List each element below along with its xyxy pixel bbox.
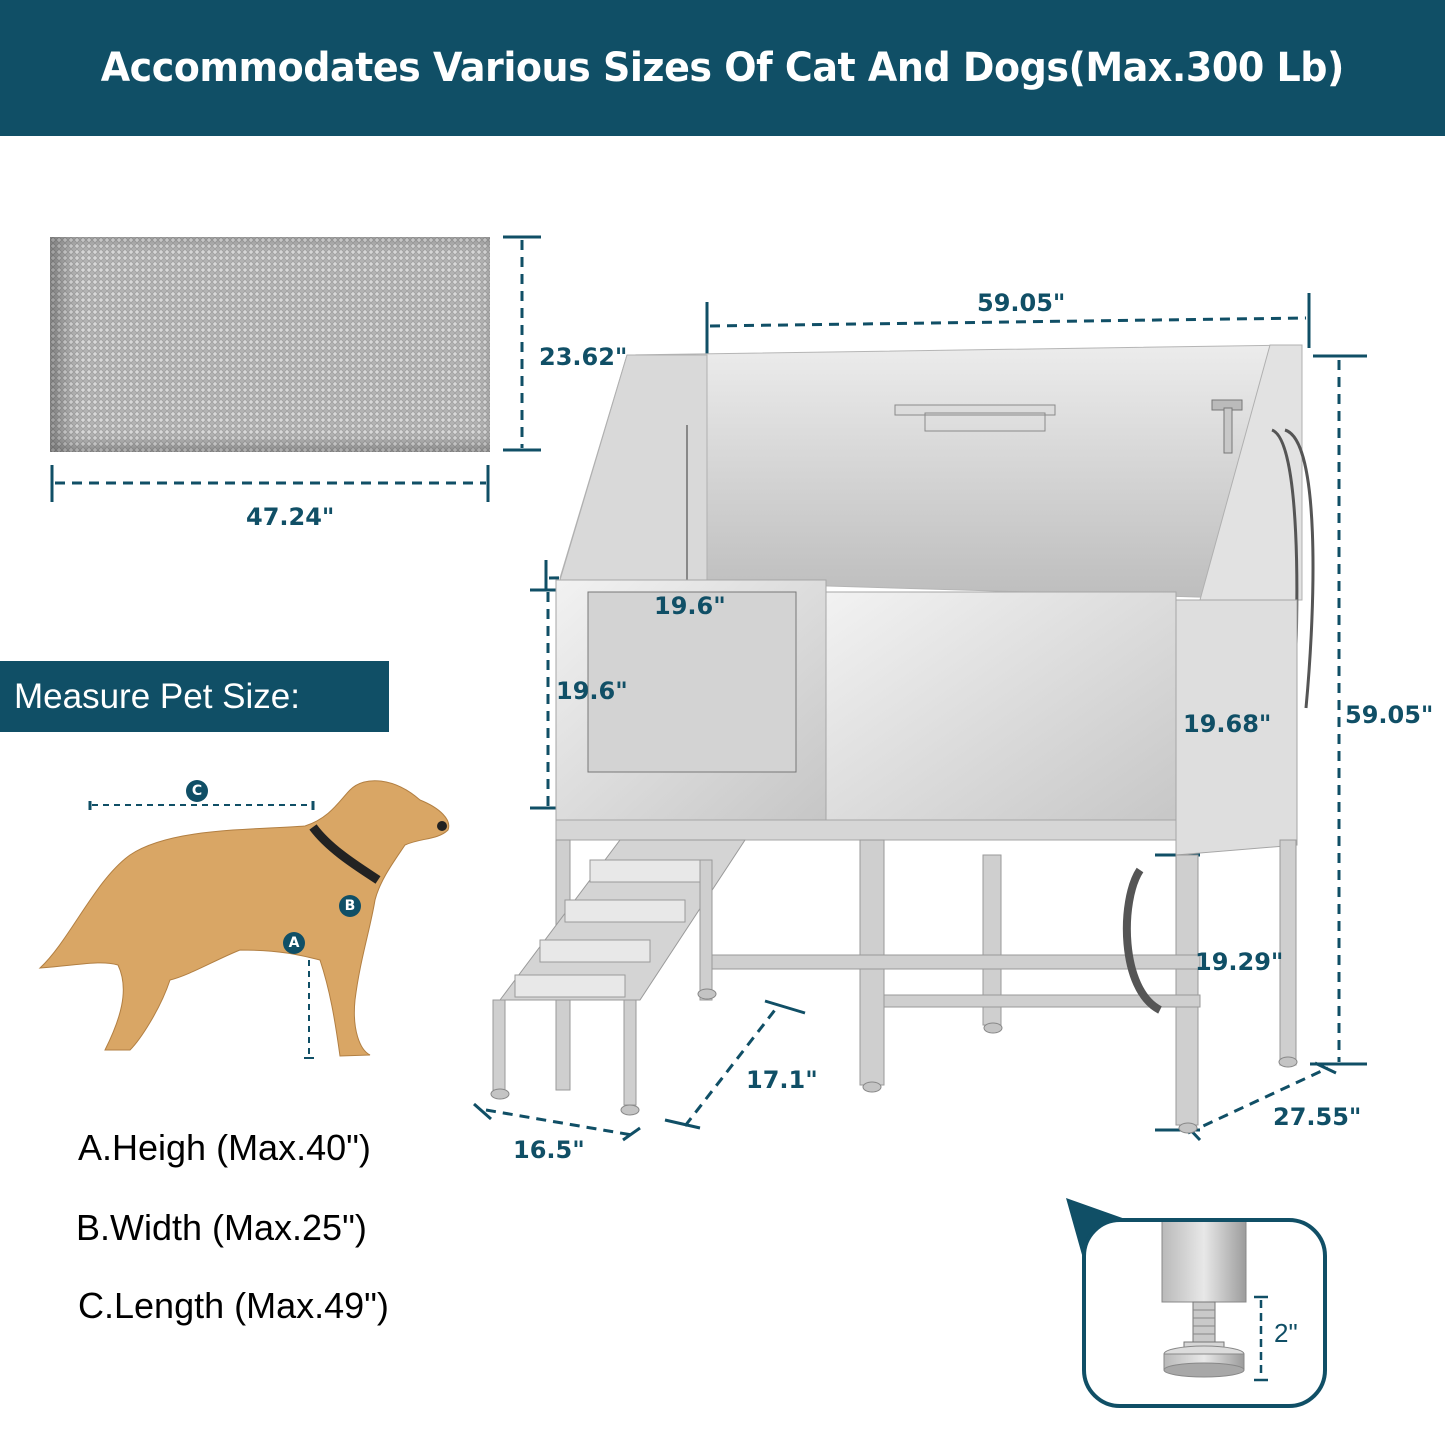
textured-mat-image [50, 237, 490, 452]
marker-c-icon: C [186, 780, 208, 802]
spec-height: A.Heigh (Max.40") [78, 1127, 371, 1168]
leg-height-label: 19.29" [1195, 948, 1284, 976]
door-width-label: 19.6" [654, 592, 726, 620]
foot-adjust-label: 2" [1274, 1318, 1298, 1348]
tub-height-label: 59.05" [1345, 701, 1434, 729]
basin-depth-label: 19.68" [1183, 710, 1272, 738]
tub-depth-label: 27.55" [1273, 1103, 1362, 1131]
spec-width: B.Width (Max.25") [76, 1207, 367, 1248]
ramp-width-label: 16.5" [513, 1136, 585, 1164]
ramp-length-label: 17.1" [746, 1066, 818, 1094]
marker-b-icon: B [339, 895, 361, 917]
tub-width-label: 59.05" [977, 289, 1066, 317]
header-banner: Accommodates Various Sizes Of Cat And Do… [0, 0, 1445, 136]
adjustable-foot-detail: 2" [1082, 1218, 1327, 1408]
banner-title: Accommodates Various Sizes Of Cat And Do… [100, 45, 1345, 91]
marker-a-icon: A [283, 932, 305, 954]
mat-height-label: 23.62" [539, 343, 628, 371]
stainless-steel-dog-grooming-tub-image [490, 344, 1315, 1134]
adjustable-foot-leveler-image [1161, 1222, 1268, 1382]
spec-length: C.Length (Max.49") [78, 1285, 389, 1326]
measure-pet-size-heading: Measure Pet Size: [0, 661, 389, 732]
mat-width-label: 47.24" [246, 503, 335, 531]
labrador-dog-image [38, 780, 450, 1057]
measure-pet-size-label: Measure Pet Size: [14, 676, 300, 716]
door-height-label: 19.6" [556, 677, 628, 705]
